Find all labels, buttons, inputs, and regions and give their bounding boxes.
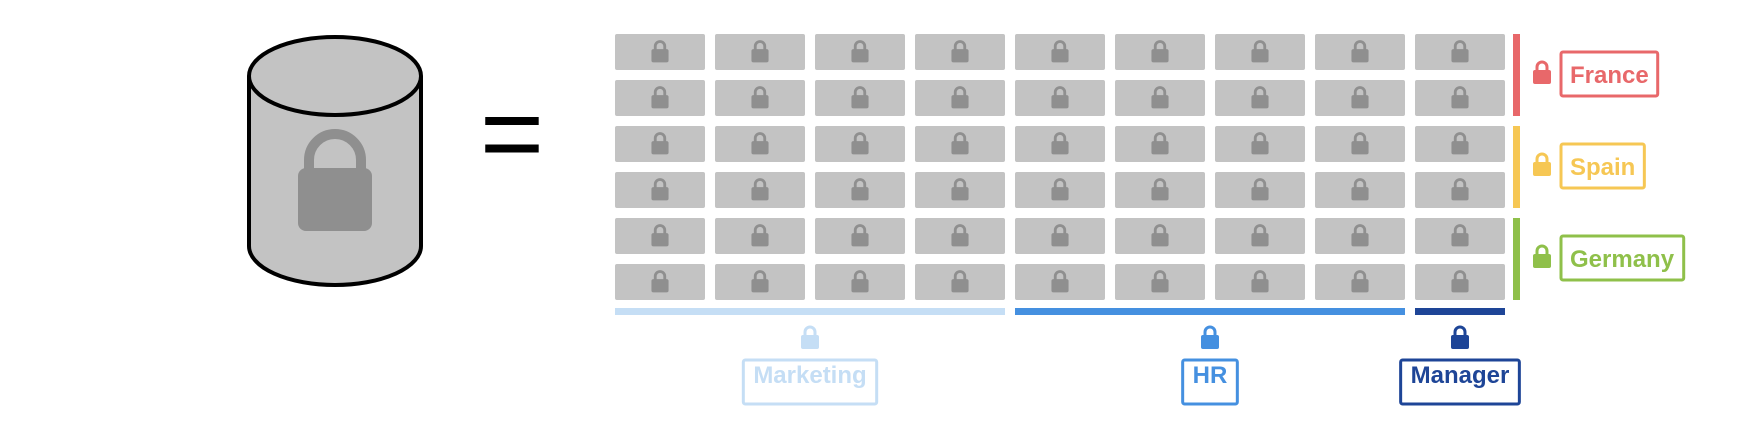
grid-cell [715,126,805,162]
row-group-label: Spain [1570,154,1635,181]
grid-cell [615,172,705,208]
grid-cell [815,264,905,300]
grid-cell [1115,172,1205,208]
grid-cell [915,264,1005,300]
grid-cell [1415,80,1505,116]
grid-cell [1315,80,1405,116]
grid-cell [1015,80,1105,116]
grid-cell [1415,172,1505,208]
grid-cell [815,34,905,70]
row-group-bar [1513,218,1520,300]
column-group-label: Manager [1411,362,1510,389]
grid-cell [715,218,805,254]
grid-cell [1215,264,1305,300]
grid-cell [1415,34,1505,70]
row-group-germany: Germany [1513,218,1686,300]
grid-cell [1015,126,1105,162]
column-group-bar [1015,308,1405,315]
grid-cell [1415,218,1505,254]
grid-cell [915,172,1005,208]
grid-cell [1315,218,1405,254]
grid-cell [815,218,905,254]
row-group-label-box [1559,50,1660,98]
database-lock-icon [298,129,372,231]
grid-cell [1215,34,1305,70]
row-group-lock-icon [1532,244,1552,269]
column-group-marketing: Marketing [615,308,1005,406]
equals-symbol: = [480,72,544,195]
grid-cell [1215,218,1305,254]
grid-cell [715,264,805,300]
grid-cell [1115,264,1205,300]
row-group-label-box [1559,234,1686,282]
column-group-manager: Manager [1399,308,1521,406]
grid-cell [1315,34,1405,70]
column-group-bar [1415,308,1505,315]
grid-cell [1315,264,1405,300]
grid-cell [615,218,705,254]
column-group-label: HR [1193,362,1228,389]
row-group-france: France [1513,34,1660,116]
grid-cell [1315,126,1405,162]
column-group-label-box [741,358,879,406]
grid-cell [1015,264,1105,300]
grid-cell [1115,126,1205,162]
grid-cell [715,172,805,208]
column-group-lock-icon [1199,325,1221,350]
grid-cell [815,80,905,116]
column-group-hr: HR [1015,308,1405,406]
grid-cell [615,264,705,300]
equals-text: = [480,72,544,195]
locked-database-cylinder-icon [247,35,423,287]
column-group-bar [615,308,1005,315]
grid-cell [615,126,705,162]
grid-cell [1015,172,1105,208]
grid-cell [1115,218,1205,254]
column-group-lock-icon [1449,325,1471,350]
locked-cell-grid [615,34,1505,300]
row-group-bar [1513,126,1520,208]
column-group-label-box [1181,358,1239,406]
grid-cell [615,34,705,70]
grid-cell [1015,218,1105,254]
row-group-lock-icon [1532,60,1552,85]
grid-cell [1115,80,1205,116]
row-group-spain: Spain [1513,126,1646,208]
grid-cell [1015,34,1105,70]
grid-cell [915,80,1005,116]
grid-cell [1315,172,1405,208]
grid-cell [1415,264,1505,300]
column-group-label: Marketing [753,362,866,389]
grid-cell [1215,172,1305,208]
grid-cell [1415,126,1505,162]
grid-cell [915,34,1005,70]
grid-cell [615,80,705,116]
grid-cell [915,218,1005,254]
column-group-label-box [1399,358,1521,406]
grid-cell [915,126,1005,162]
row-group-bar [1513,34,1520,116]
column-group-bars: Marketing HR Manager [615,308,1521,406]
grid-cell [1115,34,1205,70]
grid-cell [1215,80,1305,116]
column-group-lock-icon [799,325,821,350]
row-group-label: Germany [1570,246,1675,273]
grid-cell [815,172,905,208]
grid-cell [1215,126,1305,162]
row-group-lock-icon [1532,152,1552,177]
grid-cell [715,80,805,116]
grid-cell [715,34,805,70]
grid-cell [815,126,905,162]
row-group-label-box [1559,142,1646,190]
row-group-label: France [1570,62,1649,89]
